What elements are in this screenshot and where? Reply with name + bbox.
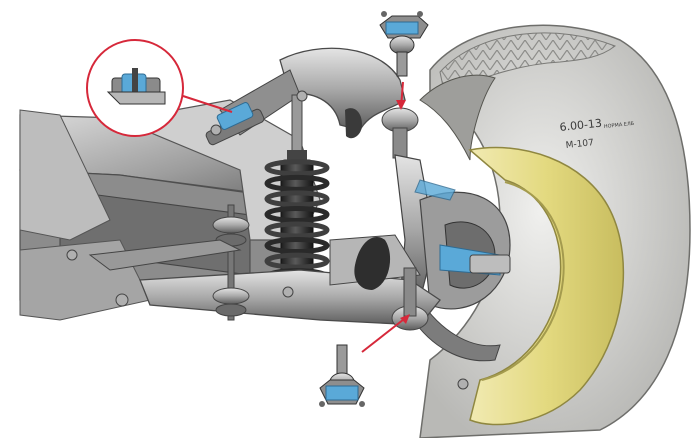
tire-size-label: 6.00-13 (559, 117, 603, 134)
stabilizer-bar (88, 239, 242, 271)
tire-norm-label: НОРМА ЕЛБ (604, 121, 635, 130)
lower-ball-joint-detail (319, 314, 410, 407)
spring-coil (264, 174, 330, 192)
tire-model-label: М-107 (565, 138, 594, 151)
spring-coil (264, 237, 330, 255)
brake-drum (411, 298, 501, 362)
spring-coil (264, 159, 330, 177)
spring-coil (264, 221, 330, 239)
wheel-rim (468, 146, 625, 426)
bolts (66, 90, 469, 390)
upper-ball-joint (381, 107, 419, 159)
spring-coil (264, 252, 330, 270)
spring-coil (264, 190, 330, 208)
lower-control-arm (139, 234, 441, 326)
upper-ball-joint-detail (379, 11, 429, 110)
lower-ball-joint (391, 267, 429, 331)
upper-control-arm (205, 47, 406, 146)
spring-coil (264, 205, 330, 223)
upper-pivot-detail-callout (86, 39, 233, 137)
